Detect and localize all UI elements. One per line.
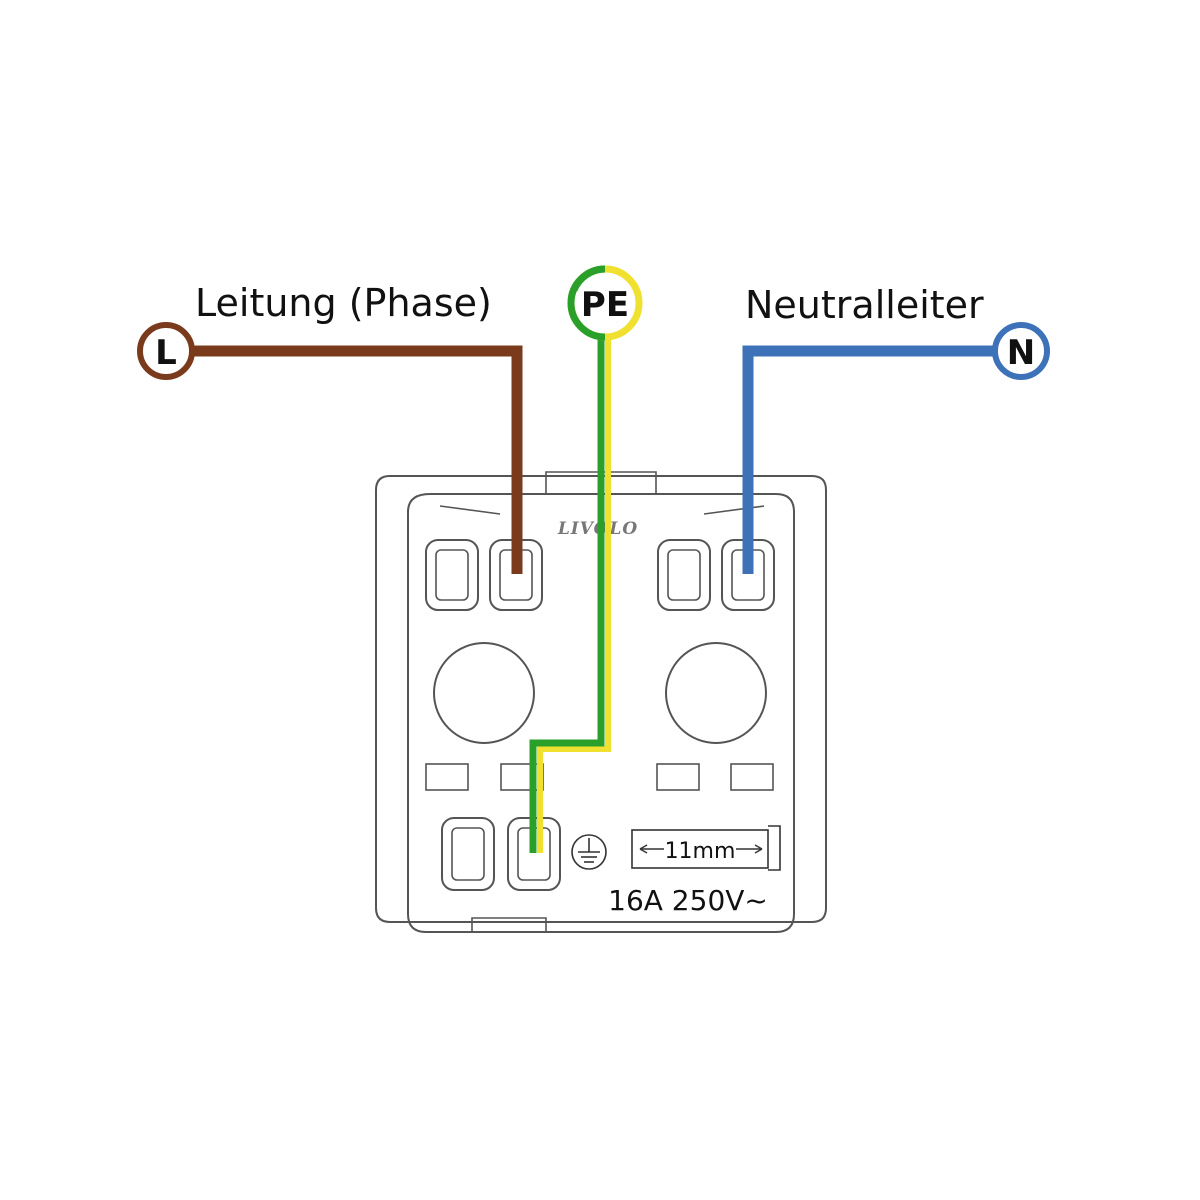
bottom-clip	[471, 917, 547, 932]
slot	[656, 763, 700, 791]
outer-frame	[375, 475, 827, 923]
svg-text:L: L	[155, 333, 177, 373]
slot	[500, 763, 544, 791]
earth-ground-icon	[571, 834, 607, 870]
slot	[425, 763, 469, 791]
slot	[730, 763, 774, 791]
n-terminal-marker: N	[992, 322, 1050, 380]
svg-text:PE: PE	[581, 285, 629, 325]
release-hole-right	[665, 642, 767, 744]
release-hole-left	[433, 642, 535, 744]
neutral-wire	[742, 345, 995, 574]
notch	[439, 505, 501, 515]
inner-plate	[407, 493, 795, 933]
phase-label: Leitung (Phase)	[195, 281, 492, 325]
l-terminal-marker: L	[137, 322, 195, 380]
strip-length-gauge: 11mm	[631, 825, 781, 871]
rating-label: 16A 250V~	[608, 884, 768, 917]
brand-logo: LIVOLO	[557, 519, 638, 539]
neutral-label: Neutralleiter	[745, 283, 984, 327]
pe-terminal-marker: PE	[567, 265, 643, 341]
svg-text:N: N	[1007, 333, 1035, 373]
terminal-top-3	[657, 539, 711, 611]
phase-wire	[190, 345, 523, 574]
terminal-top-1	[425, 539, 479, 611]
pe-wire	[529, 338, 611, 853]
notch	[703, 505, 765, 515]
terminal-bottom-1	[441, 817, 495, 891]
strip-length-label: 11mm	[665, 839, 736, 864]
